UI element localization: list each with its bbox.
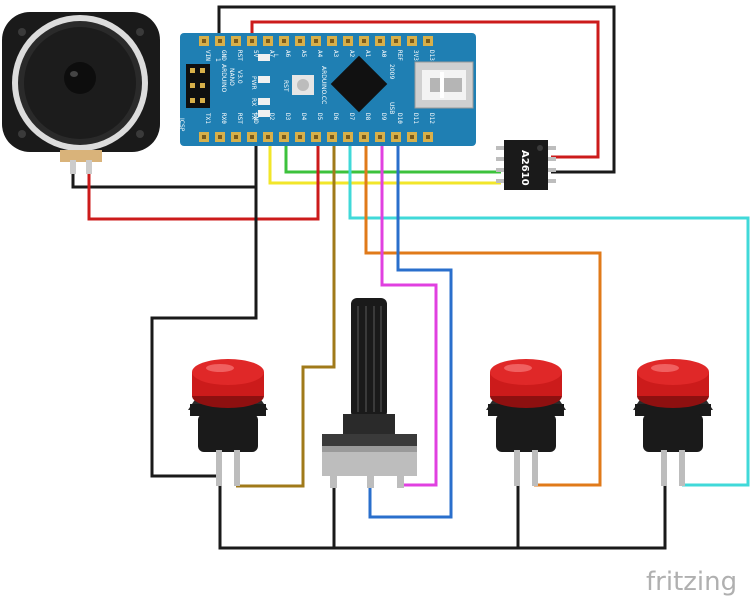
wire-brown	[236, 140, 336, 488]
led-rx	[258, 98, 270, 105]
bottom-pin-label: RX0	[220, 113, 227, 124]
rst-label: RST	[282, 80, 289, 92]
led-l	[258, 54, 270, 61]
wire-red-top	[250, 20, 600, 159]
wire-black-ground	[150, 140, 258, 478]
bottom-pin-label: D5	[316, 113, 323, 121]
wires	[71, 5, 750, 550]
bottom-pin-label: RST	[236, 113, 243, 124]
led-pwr-label: PWR	[250, 76, 257, 90]
wire-cyan	[348, 140, 750, 487]
wire-green	[284, 140, 501, 174]
top-pin-label: A3	[332, 50, 339, 58]
top-pin-label: 5V	[252, 50, 259, 58]
led-l-label: L	[272, 54, 279, 58]
led-pwr	[258, 76, 270, 83]
potentiometer[interactable]	[322, 298, 417, 488]
bottom-pin-label: D7	[348, 113, 355, 121]
wire-ground-bus	[218, 476, 667, 550]
bottom-pin-label: D11	[412, 113, 419, 124]
bottom-pin-label: TX1	[204, 113, 211, 124]
year-label: 2009	[388, 64, 395, 79]
top-pin-label: 3V3	[412, 50, 419, 61]
top-pin-label: REF	[396, 50, 403, 61]
bottom-header: TX1 RX0 RST GND D2 D3 D4 D5 D6 D7 D8 D9 D10 D11 D12	[199, 113, 435, 142]
brand-label: ARDUINO.CC	[320, 66, 327, 104]
bottom-pin-label: D3	[284, 113, 291, 121]
top-pin-label: RST	[236, 50, 243, 61]
bottom-pin-label: D9	[380, 113, 387, 121]
amplifier-label: A2610	[519, 150, 530, 186]
speaker	[2, 12, 160, 174]
bottom-pin-label: D4	[300, 113, 307, 121]
top-pin-label: A1	[364, 50, 371, 58]
wire-magenta	[380, 140, 438, 487]
bottom-pin-label: D12	[428, 113, 435, 124]
top-pin-label: A2	[348, 50, 355, 58]
bottom-pin-label: GND	[252, 113, 259, 124]
push-button-2[interactable]	[486, 359, 566, 486]
push-button-1[interactable]	[188, 359, 268, 486]
amplifier-chip: A2610	[496, 140, 556, 190]
top-pin-label: A0	[380, 50, 387, 58]
usb-connector	[414, 61, 474, 109]
icsp-label: ICSP	[178, 118, 185, 132]
top-pin-label: A7	[268, 50, 275, 58]
bottom-pin-label: D6	[332, 113, 339, 121]
wire-blue	[368, 140, 453, 519]
top-pin-label: VIN	[204, 50, 211, 61]
model-line1: ARDUINO	[220, 64, 227, 93]
wire-speaker-red	[87, 140, 320, 221]
led-rx-label: RX	[250, 98, 257, 106]
wire-yellow	[268, 140, 501, 185]
wire-black-top	[217, 5, 616, 174]
push-button-3[interactable]	[633, 359, 713, 486]
fritzing-watermark: fritzing	[646, 567, 737, 597]
model-line2: NANO	[228, 68, 235, 86]
led-tx	[258, 110, 270, 117]
top-pin-label: A5	[300, 50, 307, 58]
bottom-pin-label: D2	[268, 113, 275, 121]
wire-orange	[364, 140, 602, 487]
usb-label: USB	[388, 102, 395, 114]
model-line3: V3.0	[236, 70, 243, 84]
one-label: 1	[214, 58, 221, 62]
bottom-pin-label: D8	[364, 113, 371, 121]
top-pin-label: A4	[316, 50, 323, 58]
top-header: VIN GND RST 5V A7 A6 A5 A4 A3 A2 A1 A0 REF 3V3 D13	[199, 36, 435, 61]
top-pin-label: GND	[220, 50, 227, 61]
led-tx-label: TX	[250, 111, 257, 120]
bottom-pin-label: D10	[396, 113, 403, 124]
top-pin-label: D13	[428, 50, 435, 61]
top-pin-label: A6	[284, 50, 291, 58]
